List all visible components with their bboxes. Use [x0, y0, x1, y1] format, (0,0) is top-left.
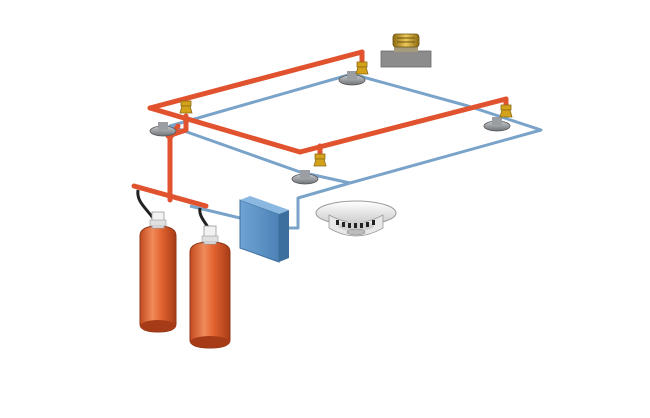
control-panel-icon: [239, 196, 289, 263]
nozzle-left: [179, 100, 193, 114]
wire-to-cylinders: [189, 204, 241, 220]
wire-top: [349, 72, 543, 185]
wire-left: [168, 72, 353, 185]
detector-center: [291, 170, 319, 185]
pipe-down: [167, 123, 181, 203]
detector-right: [483, 117, 511, 132]
heat-detectors: [149, 71, 511, 185]
wire-to-panel: [288, 181, 351, 230]
pipe-left: [147, 105, 303, 155]
detector-left: [149, 122, 177, 137]
agent-piping: [131, 49, 509, 209]
smoke-detector-icon: [315, 200, 397, 237]
pipe-manifold: [131, 183, 209, 209]
pipe-right: [297, 96, 509, 155]
pipe-back: [147, 49, 365, 111]
detection-wiring: [168, 72, 543, 230]
nozzle-center: [313, 153, 327, 167]
agent-cylinder-left: [139, 211, 177, 333]
nozzle-top-right: [355, 61, 369, 75]
detector-top: [338, 71, 366, 86]
agent-cylinder-right: [189, 225, 231, 349]
alarm-bell-icon: [380, 33, 432, 68]
nozzles: [179, 61, 513, 167]
nozzle-right: [499, 104, 513, 118]
